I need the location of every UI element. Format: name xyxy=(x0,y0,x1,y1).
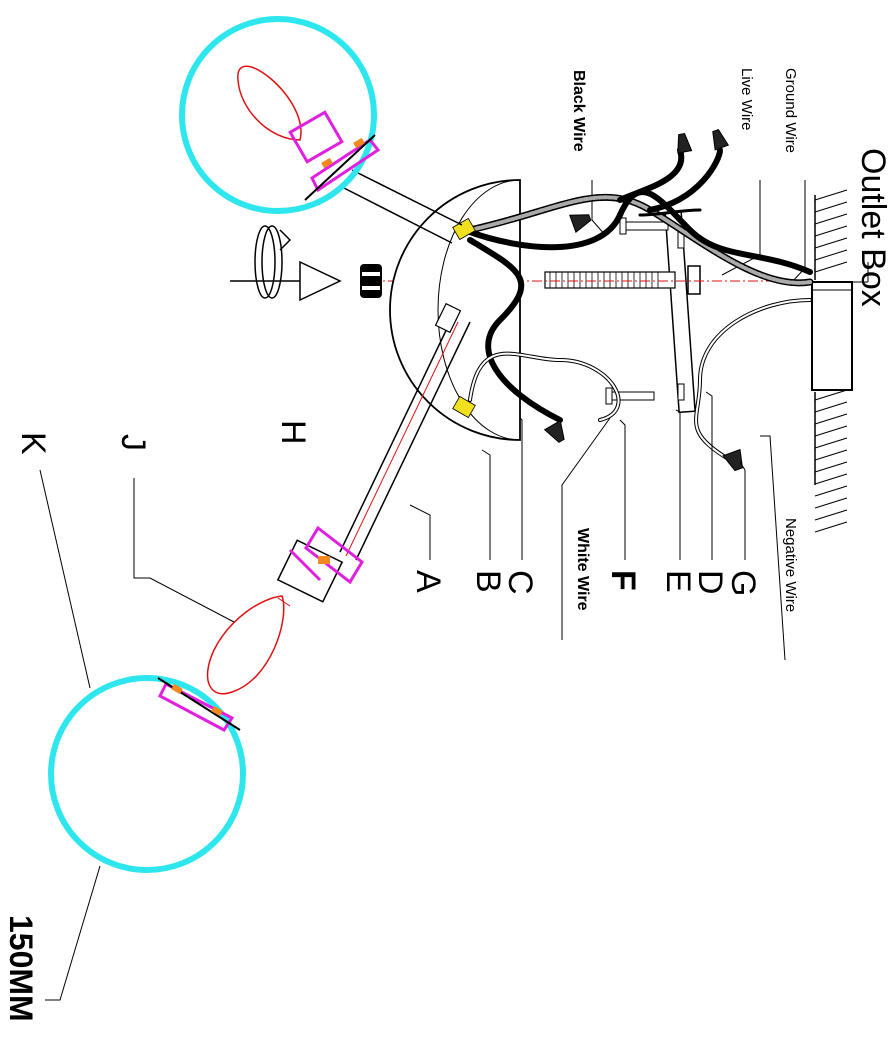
black-wire-label: Black Wire xyxy=(570,70,587,152)
part-f-label: F xyxy=(604,570,642,591)
rotation-arrow-icon xyxy=(230,225,342,302)
lower-bulb xyxy=(206,595,291,695)
canopy-connectors xyxy=(452,217,476,419)
part-c-label: C xyxy=(501,570,539,595)
part-leaders xyxy=(409,391,746,560)
finial xyxy=(360,264,382,298)
part-j-label: J xyxy=(114,434,152,451)
part-a-label: A xyxy=(409,570,447,593)
part-k-label: K xyxy=(14,432,52,455)
ground-wire-label: Ground Wire xyxy=(782,68,799,153)
part-b-label: B xyxy=(469,570,507,593)
jk-leaders xyxy=(39,469,235,1001)
wire-nuts xyxy=(543,128,743,472)
upper-arm xyxy=(339,169,463,244)
part-h-label: H xyxy=(274,420,312,445)
part-d-label: D xyxy=(691,570,729,595)
wiring xyxy=(466,147,814,462)
part-g-label: G xyxy=(724,570,762,596)
part-e-label: E xyxy=(659,570,697,593)
dimension-label: 150MM xyxy=(3,915,39,1022)
upper-globe xyxy=(179,16,381,214)
lower-globe xyxy=(48,675,246,873)
lower-arm xyxy=(339,302,471,561)
white-wire-label: White Wire xyxy=(574,528,591,611)
outlet-box-label: Outlet Box xyxy=(854,148,892,307)
outlet-box xyxy=(811,281,853,391)
mounting-hardware xyxy=(544,210,701,414)
negative-wire-label: Negative Wire xyxy=(782,518,799,612)
ceiling-hatch xyxy=(814,189,848,533)
live-wire-label: Live Wire xyxy=(738,68,755,131)
lower-socket xyxy=(276,525,364,603)
